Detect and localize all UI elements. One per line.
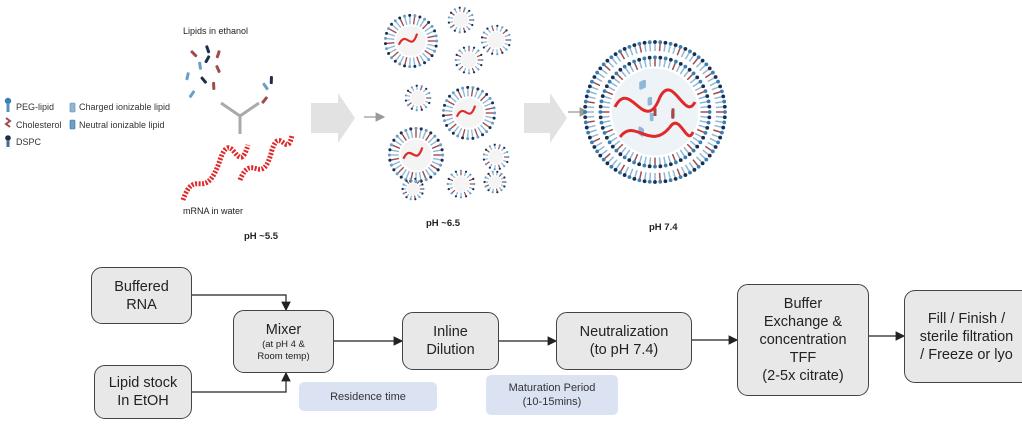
lipid-nanoparticle (387, 126, 445, 184)
maturation-period-note: Maturation Period (10-15mins) (486, 375, 618, 415)
lipid-nanoparticle (446, 169, 476, 199)
lipids-in-ethanol-label: Lipids in ethanol (183, 26, 248, 36)
lipid-nanoparticle (404, 84, 432, 112)
process-connectors (192, 294, 906, 393)
lipid-nanoparticle (454, 45, 484, 75)
mixing-junction (220, 101, 260, 134)
buffer-exchange-label: Buffer Exchange & concentration TFF (2-5… (759, 296, 847, 384)
lipid-nanoparticle (383, 13, 439, 69)
stage-arrow-1 (311, 93, 355, 143)
lipid-nanoparticle (401, 177, 425, 201)
lipid-nanoparticle (447, 6, 475, 34)
charged-ionizable-lipid-icon (69, 102, 76, 113)
stage-arrow-2 (524, 93, 567, 143)
legend-label-neutral-ionizable-lipid: Neutral ionizable lipid (79, 120, 165, 130)
lipid-nanoparticle (480, 24, 512, 56)
stage-particle-cloud (383, 6, 512, 201)
stage-1-ph-label: pH ~5.5 (244, 231, 279, 242)
legend-label-cholesterol: Cholesterol (16, 120, 62, 130)
lipid-nanoparticle (441, 85, 497, 141)
fill-finish-box: Fill / Finish / sterile filtration / Fre… (904, 290, 1022, 383)
lipid-nanoparticle (482, 143, 510, 171)
legend: PEG-lipid Cholesterol DSPC Charged ioniz… (4, 97, 170, 147)
buffered-rna-label: Buffered RNA (114, 278, 169, 313)
mrna-strand-with-lipids (237, 134, 295, 182)
fill-finish-label: Fill / Finish / sterile filtration / Fre… (919, 310, 1014, 363)
inline-dilution-box: Inline Dilution (402, 312, 499, 370)
connector-lipid-to-mixer (192, 371, 291, 393)
lipid-stock-box: Lipid stock In EtOH (94, 365, 192, 419)
residence-time-label: Residence time (330, 390, 406, 403)
peg-lipid-icon (4, 97, 12, 112)
connector-rna-to-mixer (192, 294, 291, 312)
stage-large-lnp (583, 40, 727, 184)
inline-dilution-label: Inline Dilution (426, 324, 475, 358)
legend-label-peg-lipid: PEG-lipid (16, 102, 54, 112)
stage-3-ph-label: pH 7.4 (649, 222, 678, 233)
neutralization-label: Neutralization (to pH 7.4) (579, 324, 669, 358)
residence-time-note: Residence time (299, 382, 437, 411)
lipid-stock-label: Lipid stock In EtOH (108, 375, 178, 409)
buffered-rna-box: Buffered RNA (91, 267, 192, 324)
legend-label-dspc: DSPC (16, 137, 42, 147)
dspc-icon (5, 135, 11, 147)
neutral-ionizable-lipid-icon (69, 119, 76, 130)
mrna-in-water-label: mRNA in water (183, 206, 243, 216)
lipid-cluster (185, 45, 273, 104)
stage-mixing: Lipids in ethanol mRNA in water pH ~5.5 (180, 26, 295, 242)
buffer-exchange-box: Buffer Exchange & concentration TFF (2-5… (737, 284, 869, 396)
stage-2-ph-label: pH ~6.5 (426, 218, 461, 229)
mrna-strand (180, 144, 251, 201)
maturation-period-label: Maturation Period (10-15mins) (508, 382, 596, 408)
mixer-title: Mixer (265, 321, 302, 338)
lipid-nanoparticle (483, 170, 507, 194)
legend-label-charged-ionizable-lipid: Charged ionizable lipid (79, 102, 170, 112)
mixer-box: Mixer (at pH 4 & Room temp) (233, 310, 334, 373)
mixer-subtitle: (at pH 4 & Room temp) (257, 338, 310, 362)
cholesterol-icon (4, 117, 12, 128)
neutralization-box: Neutralization (to pH 7.4) (556, 312, 692, 370)
